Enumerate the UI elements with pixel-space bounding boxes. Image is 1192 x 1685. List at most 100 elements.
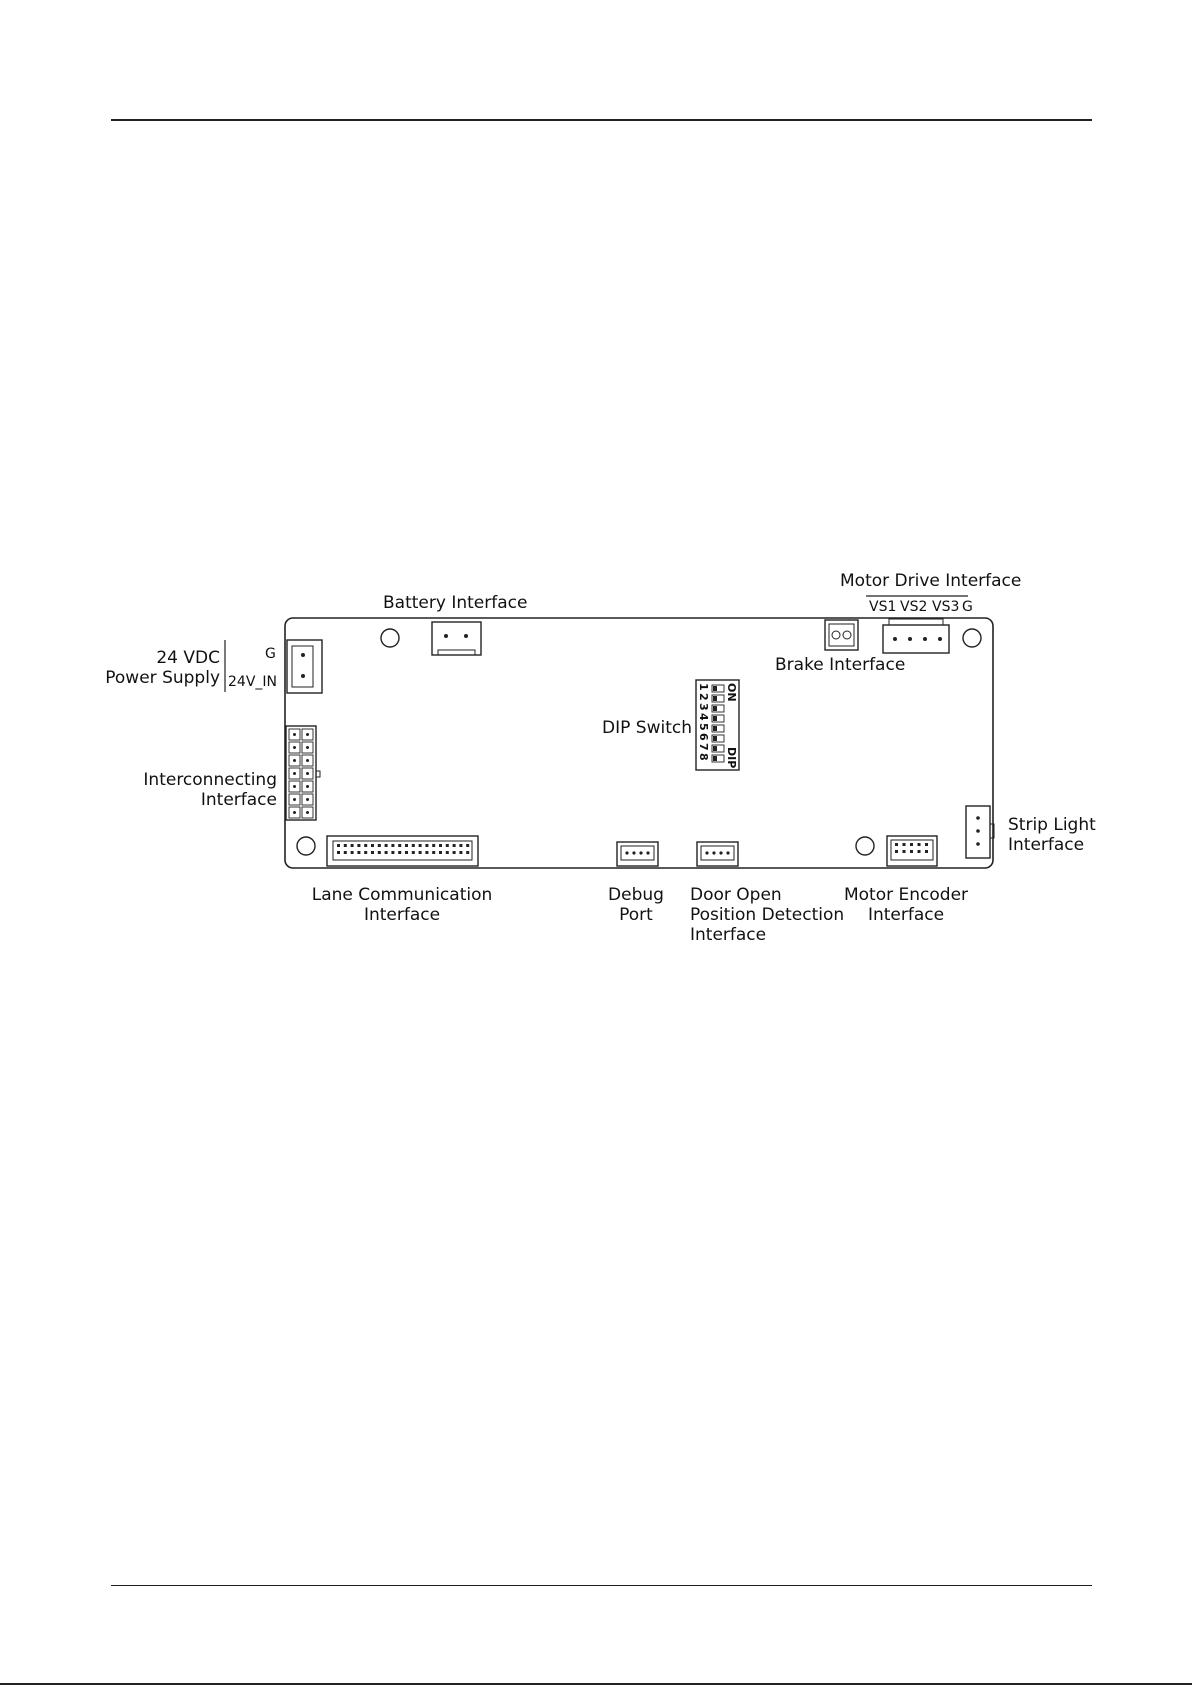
dip-switch-lever xyxy=(713,696,717,701)
dip-dip-label: DIP xyxy=(725,747,738,768)
strip-light-label-line1: Strip Light xyxy=(1008,815,1096,835)
connector-pin xyxy=(293,759,296,762)
battery-interface-label: Battery Interface xyxy=(383,593,527,613)
lane-communication-connector xyxy=(327,836,478,866)
connector-pin xyxy=(306,746,309,749)
door-open-connector xyxy=(697,842,738,866)
connector-pin xyxy=(371,844,374,847)
motor-drive-interface-label: Motor Drive Interface xyxy=(840,571,1021,591)
connector-pin xyxy=(398,844,401,847)
mounting-hole xyxy=(963,629,981,647)
connector-pin xyxy=(918,843,921,846)
dip-number-label: 5 xyxy=(697,723,710,731)
connector-pin xyxy=(432,851,435,854)
connector-pin xyxy=(419,844,422,847)
motor-drive-connector xyxy=(883,619,949,653)
door-open-label-line2: Position Detection xyxy=(690,905,844,925)
power-connector xyxy=(287,640,322,693)
connector-pin xyxy=(357,851,360,854)
dip-on-label: ON xyxy=(725,683,738,702)
connector-pin xyxy=(412,851,415,854)
connector-pin xyxy=(439,851,442,854)
connector-pin xyxy=(391,844,394,847)
connector-pin xyxy=(453,851,456,854)
connector-pin xyxy=(895,850,898,853)
battery-connector xyxy=(432,622,481,655)
strip-light-connector xyxy=(966,806,994,858)
dip-switch-lever xyxy=(713,716,717,721)
connector-pin xyxy=(351,844,354,847)
lane-communication-label-line1: Lane Communication xyxy=(312,885,493,905)
interconnecting-label-line2: Interface xyxy=(201,790,277,810)
power-pin-24v-label: 24V_IN xyxy=(228,674,277,690)
connector-pin xyxy=(385,844,388,847)
interconnecting-connector xyxy=(286,726,320,820)
connector-pin xyxy=(446,844,449,847)
connector-pin xyxy=(903,843,906,846)
connector-pin xyxy=(306,798,309,801)
connector-pin xyxy=(405,851,408,854)
door-open-label-line3: Interface xyxy=(690,925,766,945)
motor-encoder-label-line1: Motor Encoder xyxy=(844,885,968,905)
connector-pin xyxy=(391,851,394,854)
motor-encoder-label-line2: Interface xyxy=(868,905,944,925)
footer-rule xyxy=(111,1585,1092,1586)
connector-pin xyxy=(306,785,309,788)
connector-pin xyxy=(925,843,928,846)
connector-pin xyxy=(419,851,422,854)
motor-drive-pin-label: VS1 xyxy=(869,599,896,615)
power-supply-label-line2: Power Supply xyxy=(105,668,220,688)
connector-pin xyxy=(910,843,913,846)
connector-pin xyxy=(398,851,401,854)
connector-pin xyxy=(344,844,347,847)
connector-pin xyxy=(357,844,360,847)
connector-pin xyxy=(459,851,462,854)
connector-pin xyxy=(925,850,928,853)
dip-switch-lever xyxy=(713,686,717,691)
connector-pin xyxy=(412,844,415,847)
connector-pin xyxy=(385,851,388,854)
connector-pin xyxy=(425,844,428,847)
connector-pin xyxy=(918,850,921,853)
dip-switch-lever xyxy=(713,746,717,751)
connector-pin xyxy=(910,850,913,853)
mounting-hole xyxy=(856,837,874,855)
dip-switch-lever xyxy=(713,706,717,711)
strip-light-label-line2: Interface xyxy=(1008,835,1084,855)
connector-pin xyxy=(293,772,296,775)
door-open-label-line1: Door Open xyxy=(690,885,782,905)
connector-pin xyxy=(293,733,296,736)
interconnecting-label-line1: Interconnecting xyxy=(143,770,277,790)
lane-communication-label-line2: Interface xyxy=(364,905,440,925)
motor-drive-pin-label: VS3 xyxy=(932,599,959,615)
dip-switch-label: DIP Switch xyxy=(602,718,692,738)
connector-pin xyxy=(466,851,469,854)
dip-number-label: 4 xyxy=(697,713,710,721)
dip-switch-lever xyxy=(713,736,717,741)
mounting-hole xyxy=(381,629,399,647)
connector-pin xyxy=(371,851,374,854)
connector-pin xyxy=(446,851,449,854)
mounting-hole xyxy=(297,837,315,855)
connector-pin xyxy=(459,844,462,847)
connector-pin xyxy=(293,785,296,788)
connector-pin xyxy=(895,843,898,846)
connector-pin xyxy=(364,844,367,847)
connector-pin xyxy=(293,798,296,801)
debug-port-connector xyxy=(617,842,658,866)
connector-pin xyxy=(425,851,428,854)
connector-pin xyxy=(439,844,442,847)
connector-pin xyxy=(453,844,456,847)
connector-pin xyxy=(405,844,408,847)
connector-pin xyxy=(378,851,381,854)
motor-drive-pin-label: G xyxy=(962,599,973,615)
power-pin-g-label: G xyxy=(265,646,276,662)
connector-pin xyxy=(306,759,309,762)
dip-number-label: 1 xyxy=(697,683,710,691)
connector-pin xyxy=(337,851,340,854)
dip-number-label: 8 xyxy=(697,753,710,761)
connector-pin xyxy=(293,811,296,814)
motor-drive-pin-label: VS2 xyxy=(900,599,927,615)
debug-port-label-line2: Port xyxy=(619,905,653,925)
